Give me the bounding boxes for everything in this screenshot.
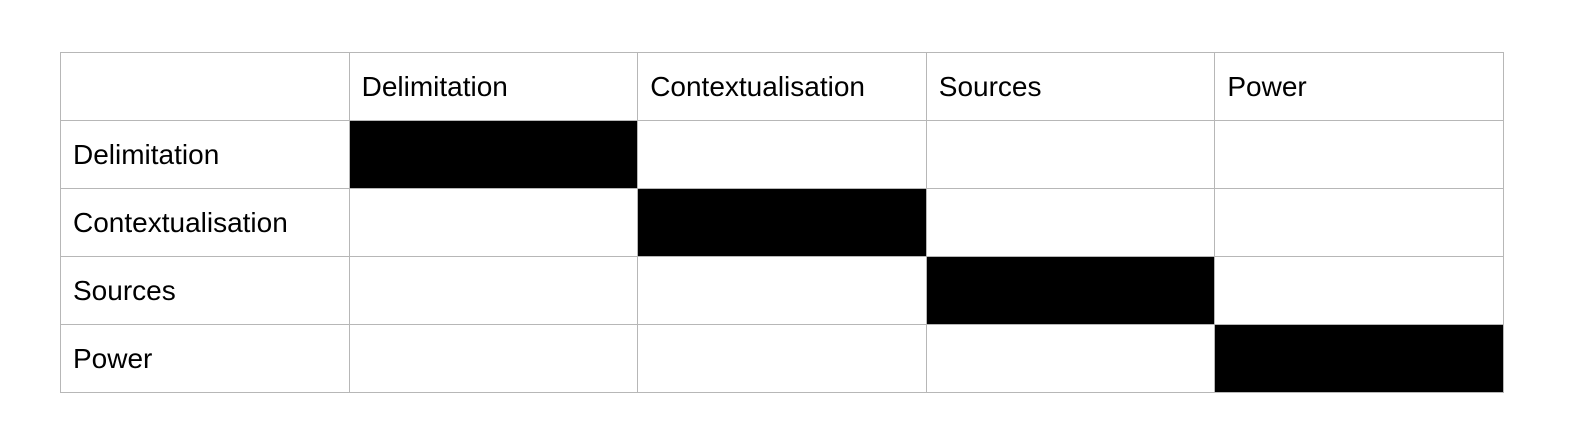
table-row-delimitation: Delimitation: [60, 120, 1504, 189]
matrix-cell: [925, 120, 1216, 189]
column-header-power: Power: [1214, 52, 1504, 121]
table-row-sources: Sources: [60, 256, 1504, 325]
matrix-cell: [1214, 120, 1504, 189]
matrix-cell: [925, 324, 1216, 393]
matrix-cell: [637, 188, 927, 257]
column-header-sources: Sources: [925, 52, 1216, 121]
matrix-table: Delimitation Contextualisation Sources P…: [60, 52, 1504, 393]
matrix-cell: [348, 256, 639, 325]
matrix-cell: [348, 120, 639, 189]
row-header-power: Power: [60, 324, 350, 393]
row-header-contextualisation: Contextualisation: [60, 188, 350, 257]
matrix-cell: [348, 324, 639, 393]
row-header-delimitation: Delimitation: [60, 120, 350, 189]
column-header-contextualisation: Contextualisation: [637, 52, 927, 121]
matrix-cell: [1214, 256, 1504, 325]
matrix-cell: [637, 324, 927, 393]
matrix-cell: [348, 188, 639, 257]
matrix-cell: [1214, 188, 1504, 257]
matrix-cell: [925, 188, 1216, 257]
matrix-cell: [925, 256, 1216, 325]
table-row-contextualisation: Contextualisation: [60, 188, 1504, 257]
matrix-cell: [1214, 324, 1504, 393]
matrix-cell: [637, 256, 927, 325]
header-row: Delimitation Contextualisation Sources P…: [60, 52, 1504, 121]
corner-cell: [60, 52, 350, 121]
column-header-delimitation: Delimitation: [348, 52, 639, 121]
table-row-power: Power: [60, 324, 1504, 393]
matrix-cell: [637, 120, 927, 189]
row-header-sources: Sources: [60, 256, 350, 325]
